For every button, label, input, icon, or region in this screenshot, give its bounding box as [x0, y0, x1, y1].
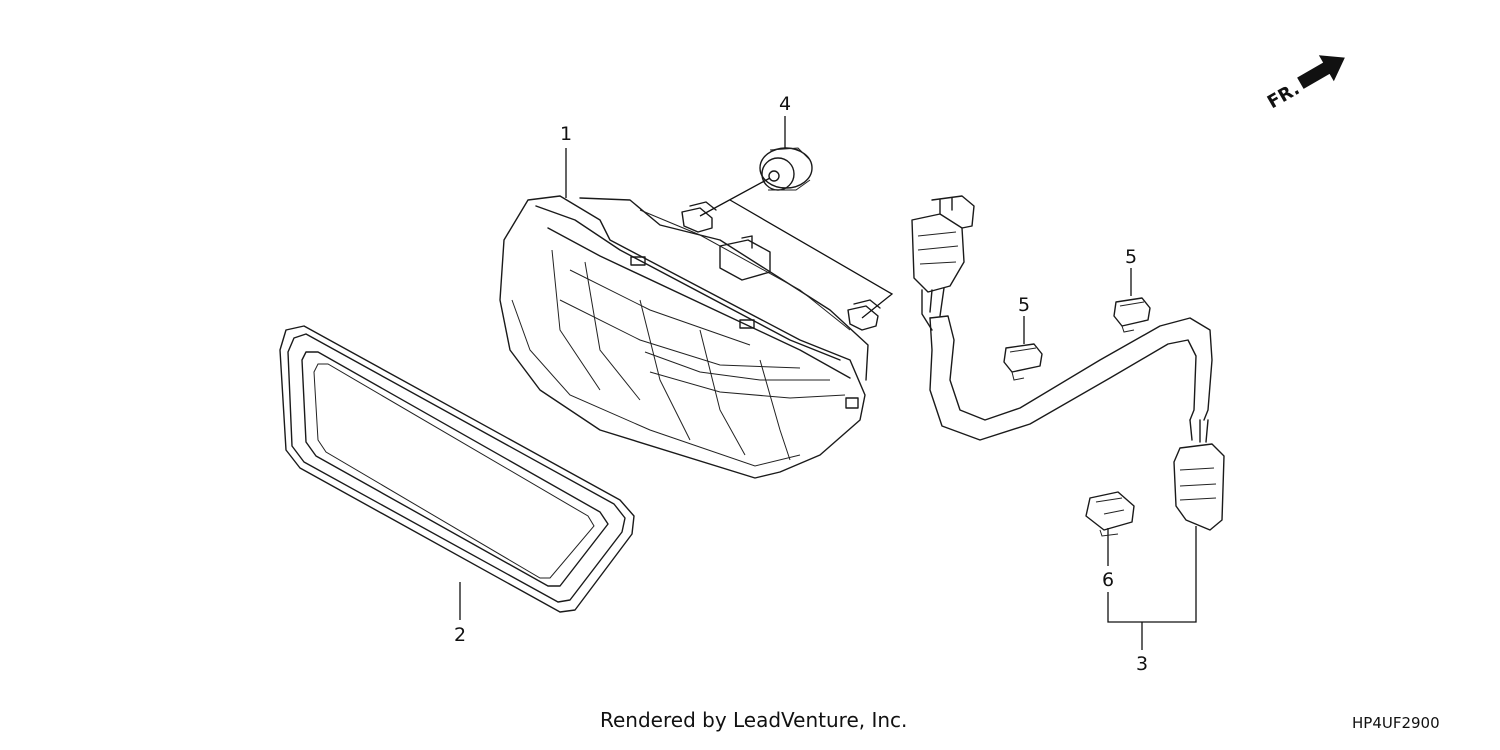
direction-label: FR. — [1264, 78, 1303, 113]
callout-3[interactable]: 3 — [1136, 653, 1148, 675]
callout-5b[interactable]: 5 — [1125, 246, 1137, 268]
bracket-3 — [1107, 526, 1197, 650]
rendered-by-credit: Rendered by LeadVenture, Inc. — [600, 708, 908, 732]
callout-4[interactable]: 4 — [779, 93, 791, 115]
part-grommet[interactable] — [759, 147, 813, 191]
leader-4-to-bolts — [699, 177, 894, 319]
front-direction-arrow-icon: FR. — [1264, 55, 1345, 113]
diagram-code: HP4UF2900 — [1352, 714, 1440, 732]
part-wire-harness[interactable] — [911, 195, 1225, 531]
part-headlight-unit[interactable] — [499, 195, 881, 479]
callout-6[interactable]: 6 — [1102, 569, 1114, 591]
callout-1[interactable]: 1 — [560, 123, 572, 145]
part-rim-gasket[interactable] — [279, 325, 635, 613]
part-clip-5b[interactable] — [1113, 297, 1151, 333]
callout-5a[interactable]: 5 — [1018, 294, 1030, 316]
part-connector-clip-6[interactable] — [1085, 491, 1135, 537]
part-clip-5a[interactable] — [1003, 343, 1043, 381]
callout-2[interactable]: 2 — [454, 624, 466, 646]
